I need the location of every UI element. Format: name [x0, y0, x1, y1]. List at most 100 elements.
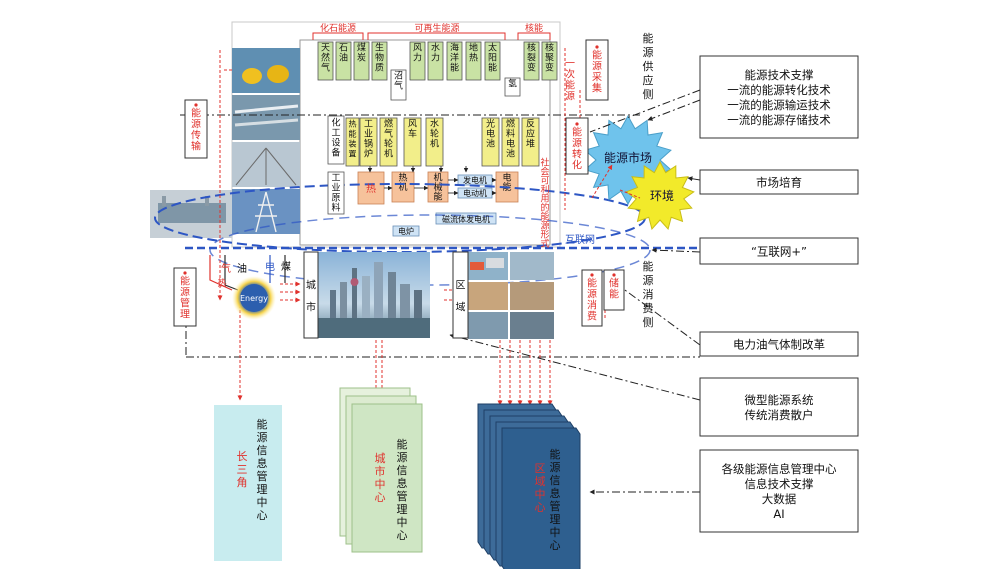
svg-text:长: 长 — [237, 450, 248, 463]
svg-text:能: 能 — [609, 287, 619, 300]
converter-label: 风车 — [408, 119, 417, 140]
svg-text:源: 源 — [550, 460, 561, 474]
small-box-label: 磁流体发电机 — [442, 214, 490, 224]
materials-box — [327, 171, 345, 215]
svg-text:海: 海 — [450, 42, 459, 54]
svg-text:机: 机 — [384, 148, 393, 160]
svg-text:化: 化 — [331, 117, 340, 129]
svg-text:管: 管 — [180, 296, 190, 309]
source-box — [541, 41, 558, 81]
svg-text:信: 信 — [550, 474, 561, 487]
svg-text:生: 生 — [375, 42, 384, 54]
right-info-line: 能源技术支撑 — [745, 68, 814, 82]
svg-text:核: 核 — [527, 42, 536, 54]
svg-text:炉: 炉 — [364, 148, 373, 160]
svg-text:能: 能 — [349, 129, 357, 139]
source-label: 地热 — [469, 42, 478, 64]
converter-box — [425, 117, 444, 167]
svg-text:一: 一 — [565, 58, 575, 69]
heat-label: 电能 — [502, 172, 511, 194]
svg-text:采: 采 — [592, 71, 602, 83]
svg-text:式: 式 — [540, 238, 549, 250]
right-info-box — [699, 331, 859, 357]
transport-box — [184, 99, 208, 159]
svg-text:油: 油 — [339, 52, 348, 64]
source-box — [484, 41, 501, 81]
red-connectors — [217, 48, 641, 413]
svg-text:源: 源 — [191, 117, 201, 130]
group-nuclear-label: 核能 — [525, 22, 543, 34]
converter-box — [521, 117, 540, 167]
source-box — [335, 41, 352, 81]
converter-label: 反应堆 — [526, 119, 535, 150]
svg-text:息: 息 — [257, 456, 268, 470]
svg-text:氢: 氢 — [508, 78, 517, 90]
market-label: 能源市场 — [604, 150, 652, 165]
svg-text:管: 管 — [397, 489, 408, 503]
collection-box — [585, 39, 609, 101]
storage-box — [603, 269, 625, 311]
svg-text:会: 会 — [540, 166, 549, 178]
svg-text:然: 然 — [321, 52, 330, 64]
converter-box — [501, 117, 520, 167]
svg-text:域: 域 — [456, 300, 466, 313]
svg-text:水: 水 — [430, 118, 439, 130]
source-label: 核裂变 — [527, 42, 536, 74]
photo-pipeline — [232, 95, 300, 140]
svg-text:理: 理 — [550, 513, 561, 526]
svg-text:太: 太 — [488, 42, 497, 54]
right-info-line: 信息技术支撑 — [745, 477, 814, 491]
svg-text:堆: 堆 — [526, 139, 535, 150]
small-box-label: 电炉 — [398, 226, 414, 236]
svg-text:原: 原 — [331, 193, 340, 204]
heat-box — [357, 171, 385, 205]
right-info-line: 一流的能源输运技术 — [727, 98, 831, 112]
svg-text:热: 热 — [469, 52, 478, 64]
flow-gas-label: 气 — [221, 262, 231, 275]
svg-text:能: 能 — [592, 48, 602, 61]
svg-text:能: 能 — [180, 274, 190, 287]
svg-text:源: 源 — [397, 450, 408, 464]
source-label: 核聚变 — [545, 42, 554, 74]
svg-text:能: 能 — [257, 417, 268, 431]
svg-text:工: 工 — [364, 120, 373, 130]
small-box-label: 电动机 — [463, 188, 487, 198]
flow-oil-label: 油 — [237, 262, 247, 275]
svg-text:料: 料 — [506, 128, 515, 140]
svg-text:置: 置 — [349, 150, 357, 159]
svg-text:心: 心 — [375, 491, 386, 504]
svg-text:池: 池 — [506, 148, 515, 160]
svg-text:能: 能 — [643, 31, 654, 45]
svg-text:心: 心 — [257, 509, 268, 522]
flow-coal-label: 煤 — [281, 260, 291, 273]
svg-text:能: 能 — [643, 259, 654, 273]
right-info-box — [699, 377, 859, 437]
flow-power-label: 电 — [265, 260, 275, 273]
svg-text:气: 气 — [321, 62, 330, 74]
svg-text:源: 源 — [180, 285, 190, 298]
svg-text:源: 源 — [643, 273, 654, 287]
svg-text:息: 息 — [397, 476, 408, 490]
svg-text:信: 信 — [257, 444, 268, 457]
right-info-line: AI — [773, 507, 784, 521]
svg-text:应: 应 — [643, 73, 654, 87]
svg-text:侧: 侧 — [643, 88, 654, 101]
svg-text:中: 中 — [550, 526, 561, 539]
svg-text:传: 传 — [191, 129, 201, 141]
svg-text:转: 转 — [572, 147, 582, 160]
source-box — [371, 41, 388, 81]
guide-arrows — [449, 89, 701, 495]
svg-text:变: 变 — [527, 62, 536, 74]
svg-text:备: 备 — [331, 147, 340, 159]
svg-text:能: 能 — [433, 191, 442, 203]
svg-text:阳: 阳 — [488, 53, 497, 64]
svg-text:心: 心 — [550, 539, 561, 552]
svg-text:锅: 锅 — [364, 139, 373, 150]
svg-text:管: 管 — [257, 469, 268, 483]
